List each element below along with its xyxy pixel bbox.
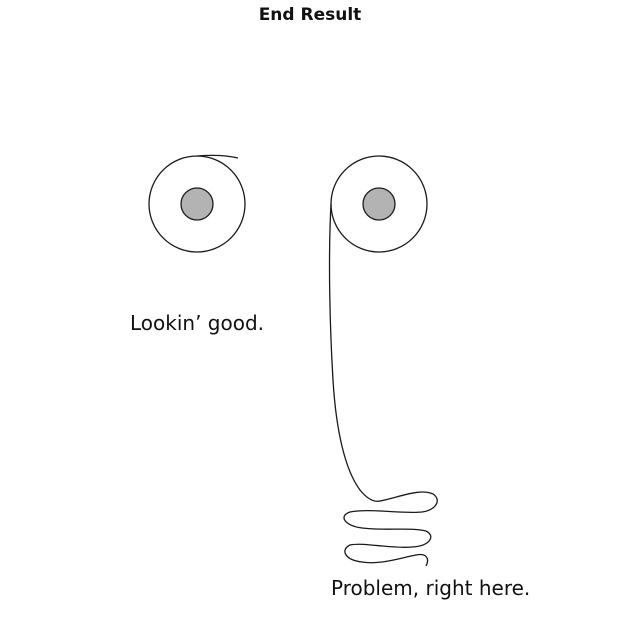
left-roll-paper-tail (196, 154, 239, 159)
right-roll-caption: Problem, right here. (331, 576, 531, 600)
right-roll-hanging-paper (328, 203, 438, 567)
left-roll-core (180, 187, 214, 221)
left-roll-caption: Lookin’ good. (130, 311, 265, 335)
right-roll-core (362, 187, 396, 221)
right-toilet-roll (328, 155, 438, 567)
diagram-title: End Result (258, 5, 362, 25)
left-toilet-roll (148, 154, 246, 253)
